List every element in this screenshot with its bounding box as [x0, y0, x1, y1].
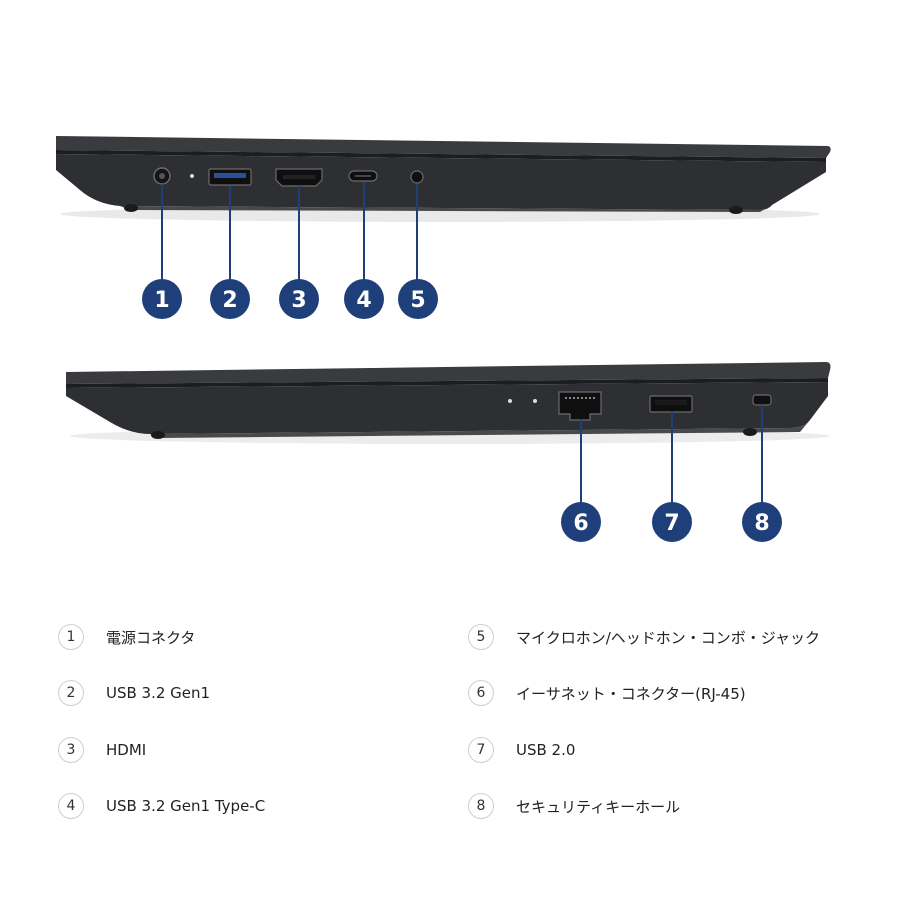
badge-3: 3: [279, 279, 319, 319]
legend-label: USB 3.2 Gen1: [106, 684, 211, 702]
legend-item-5: 5 マイクロホン/ヘッドホン・コンボ・ジャック: [468, 622, 820, 652]
usb-a-port-icon: [208, 168, 252, 186]
legend-item-7: 7 USB 2.0: [468, 735, 575, 765]
status-led-icon: [508, 399, 512, 403]
laptop-right-side-view: [66, 362, 831, 508]
legend-number: 2: [58, 680, 84, 706]
legend-label: マイクロホン/ヘッドホン・コンボ・ジャック: [516, 628, 821, 647]
leader-lines-bottom: [580, 405, 763, 508]
power-led-icon: [190, 174, 194, 178]
legend-label: セキュリティキーホール: [516, 797, 681, 816]
legend-label: USB 3.2 Gen1 Type-C: [106, 797, 266, 815]
svg-text:5: 5: [410, 288, 425, 313]
badge-1: 1: [142, 279, 182, 319]
leader-lines-top: [161, 182, 418, 285]
svg-text:2: 2: [222, 288, 237, 313]
legend-number: 7: [468, 737, 494, 763]
badge-4: 4: [344, 279, 384, 319]
legend-item-2: 2 USB 3.2 Gen1: [58, 678, 210, 708]
badge-6: 6: [561, 502, 601, 542]
legend-number: 4: [58, 793, 84, 819]
legend-number: 5: [468, 624, 494, 650]
legend-number: 8: [468, 793, 494, 819]
status-led-icon: [533, 399, 537, 403]
badge-5: 5: [398, 279, 438, 319]
svg-text:6: 6: [573, 511, 588, 536]
badge-7: 7: [652, 502, 692, 542]
svg-text:1: 1: [154, 288, 169, 313]
laptop-left-side-view: [56, 136, 831, 285]
laptop-ports-figure: 1 2 3 4 5 6 7 8: [56, 136, 831, 542]
legend-label: イーサネット・コネクター(RJ-45): [516, 684, 746, 703]
usb-c-port-icon: [348, 170, 378, 182]
power-jack-icon: [153, 167, 171, 185]
svg-text:8: 8: [754, 511, 769, 536]
badge-8: 8: [742, 502, 782, 542]
legend-item-6: 6 イーサネット・コネクター(RJ-45): [468, 678, 746, 708]
legend-item-1: 1 電源コネクタ: [58, 622, 195, 652]
security-lock-slot-icon: [752, 394, 772, 406]
port-legend: 1 電源コネクタ 2 USB 3.2 Gen1 3 HDMI 4 USB 3.2…: [0, 600, 900, 860]
legend-label: 電源コネクタ: [106, 628, 196, 647]
svg-text:7: 7: [664, 511, 679, 536]
ethernet-port-icon: [558, 391, 602, 421]
legend-item-8: 8 セキュリティキーホール: [468, 791, 680, 821]
badge-2: 2: [210, 279, 250, 319]
legend-number: 3: [58, 737, 84, 763]
svg-text:3: 3: [291, 288, 306, 313]
legend-item-3: 3 HDMI: [58, 735, 146, 765]
audio-jack-icon: [410, 170, 424, 184]
legend-label: USB 2.0: [516, 741, 576, 759]
svg-text:4: 4: [356, 288, 371, 313]
usb-a-port-icon: [649, 395, 693, 413]
legend-number: 6: [468, 680, 494, 706]
hdmi-port-icon: [275, 168, 323, 187]
legend-item-4: 4 USB 3.2 Gen1 Type-C: [58, 791, 265, 821]
legend-number: 1: [58, 624, 84, 650]
legend-label: HDMI: [106, 741, 147, 759]
